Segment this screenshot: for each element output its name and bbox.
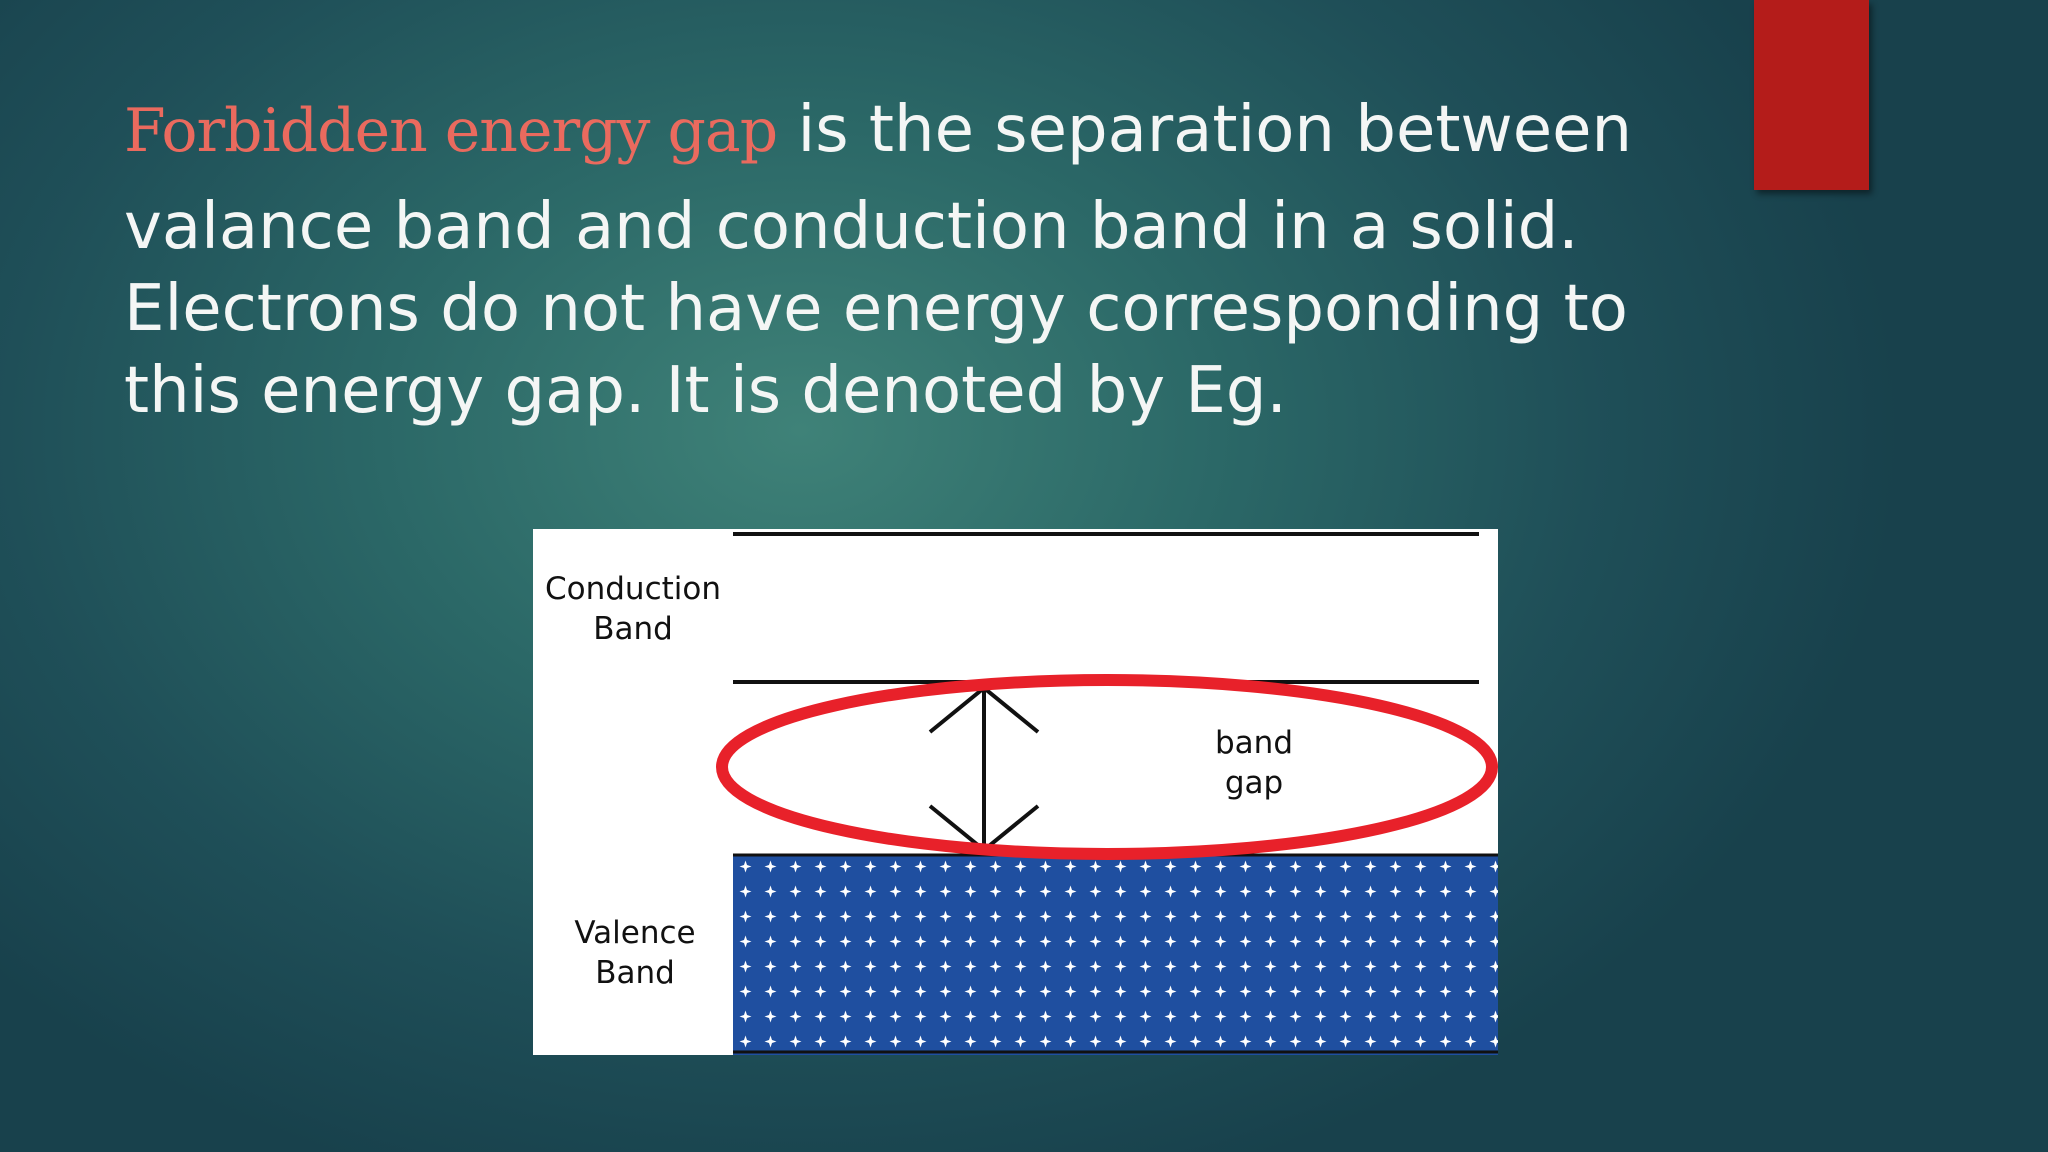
definition-text: valance band and conduction band in a so…	[124, 190, 1628, 428]
band-gap-highlight-ellipse	[716, 674, 1498, 860]
valence-band-label-line2: Band	[595, 955, 675, 991]
band-gap-diagram-svg: Conduction Band band gap Valence Band	[545, 532, 1498, 1055]
definition-first-line-rest: is the separation between	[777, 93, 1633, 167]
conduction-band-label-line2: Band	[593, 611, 673, 647]
band-gap-label-line2: gap	[1225, 765, 1283, 801]
highlight-term: Forbidden energy gap	[124, 96, 778, 166]
conduction-band-label-line1: Conduction	[545, 571, 721, 607]
definition-first-line: Forbidden energy gap is the separation b…	[124, 88, 1724, 186]
valence-band-region	[733, 855, 1498, 1055]
accent-bar	[1754, 0, 1869, 190]
slide-text-block: Forbidden energy gap is the separation b…	[124, 88, 1724, 432]
gap-arrow	[928, 685, 1040, 853]
band-gap-diagram: Conduction Band band gap Valence Band	[533, 529, 1498, 1055]
valence-band-label-line1: Valence	[574, 915, 695, 951]
band-gap-label-line1: band	[1215, 725, 1293, 761]
